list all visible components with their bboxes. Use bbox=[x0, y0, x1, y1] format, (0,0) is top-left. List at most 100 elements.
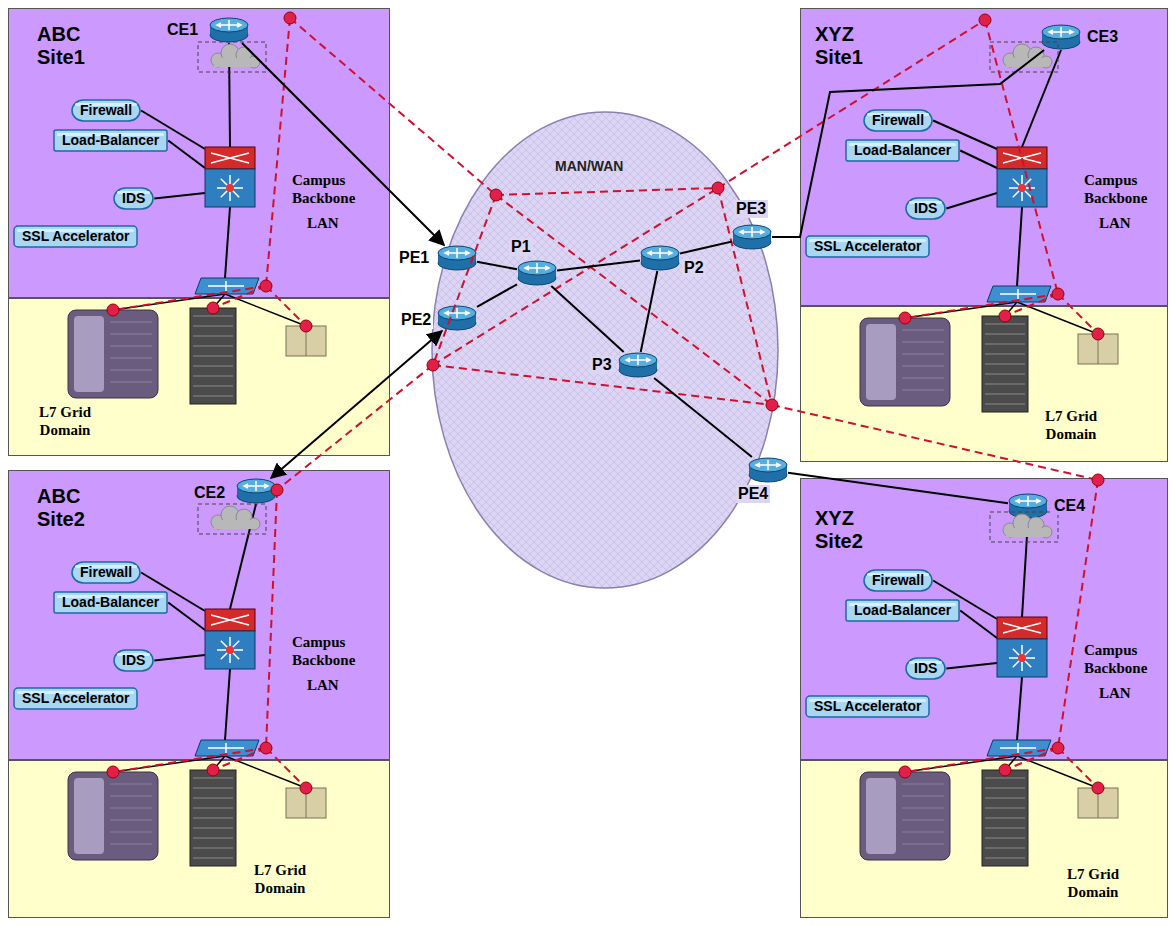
core-switch-mark bbox=[1018, 184, 1026, 192]
wire bbox=[168, 141, 205, 169]
device-label: Load-Balancer bbox=[62, 132, 159, 149]
server-b bbox=[190, 308, 236, 404]
drawing bbox=[1028, 47, 1044, 63]
overlay-link bbox=[113, 286, 266, 310]
overlay-dot bbox=[999, 764, 1011, 776]
core-switch-mark bbox=[1013, 179, 1031, 197]
drawing bbox=[1003, 523, 1017, 537]
server-b-slot bbox=[985, 858, 1025, 859]
cloud-icon bbox=[211, 506, 260, 530]
server-a-slot bbox=[902, 342, 944, 343]
core-switch-mark bbox=[226, 646, 234, 654]
wan-ellipse bbox=[430, 110, 780, 590]
access-switch bbox=[987, 286, 1051, 302]
server-b-slot bbox=[193, 828, 233, 829]
device-label: Firewall bbox=[80, 564, 132, 581]
device-label: Firewall bbox=[872, 572, 924, 589]
server-a-slot bbox=[110, 334, 152, 335]
text-holder: L7 Grid Domain bbox=[1059, 865, 1127, 901]
core-switch-mark bbox=[1021, 175, 1023, 201]
core-switch-mark bbox=[226, 184, 234, 192]
overlay-link bbox=[496, 195, 772, 405]
overlay-link bbox=[718, 188, 772, 405]
overlay-link bbox=[1005, 294, 1058, 316]
area-label: LAN bbox=[1097, 684, 1133, 702]
overlay-dot bbox=[1052, 742, 1064, 754]
text-holder: ABC Site2 bbox=[37, 485, 99, 531]
wire bbox=[1022, 519, 1028, 617]
router-label: P2 bbox=[682, 259, 706, 277]
overlay-dot bbox=[260, 280, 272, 292]
drawing bbox=[619, 353, 657, 367]
device-label: SSL Accelerator bbox=[22, 228, 129, 245]
overlay-link bbox=[433, 195, 496, 365]
overlay-dot bbox=[979, 14, 991, 26]
overlay-link bbox=[433, 188, 718, 365]
site-heading: XYZ Site1 bbox=[815, 23, 877, 69]
ssl-accelerator-box: SSL Accelerator bbox=[805, 235, 930, 258]
overlay-dot bbox=[207, 302, 219, 314]
access-switch bbox=[987, 740, 1051, 756]
site-panel: ABC Site2CE2FirewallLoad-BalancerIDSSSL … bbox=[8, 470, 390, 760]
text-holder: XYZ Site1 bbox=[815, 23, 877, 69]
drawing bbox=[806, 236, 929, 257]
overlay-dot bbox=[899, 766, 911, 778]
firewall-box: Firewall bbox=[71, 561, 141, 584]
drawing bbox=[54, 130, 167, 151]
router-icon bbox=[640, 245, 680, 271]
router-icon bbox=[732, 224, 772, 250]
server-b-slot bbox=[193, 788, 233, 789]
server-a-slot bbox=[902, 330, 944, 331]
drawing bbox=[518, 261, 556, 275]
overlay-link bbox=[772, 405, 1098, 480]
link-line bbox=[788, 473, 1008, 503]
wire bbox=[225, 207, 230, 278]
server-a-slot bbox=[110, 844, 152, 845]
router-label: PE2 bbox=[399, 311, 433, 329]
overlay-dot bbox=[490, 189, 502, 201]
server-a-slot bbox=[110, 382, 152, 383]
server-b-slot bbox=[985, 384, 1025, 385]
device-label: IDS bbox=[122, 190, 145, 207]
core-switch-mark bbox=[221, 179, 239, 197]
drawing bbox=[1013, 44, 1031, 62]
server-a-slot bbox=[902, 832, 944, 833]
router: CE4 bbox=[1008, 493, 1048, 519]
text-holder: Campus Backbone bbox=[290, 633, 357, 669]
ids-box: IDS bbox=[905, 657, 946, 680]
wan-cloud: MAN/WANPE1PE2P1P2P3PE3PE4 bbox=[430, 110, 780, 590]
server-b bbox=[190, 770, 236, 866]
server-c bbox=[286, 326, 326, 356]
server-a bbox=[860, 772, 950, 860]
drawing bbox=[114, 188, 153, 209]
access-switch bbox=[195, 740, 259, 756]
server-a-panel bbox=[866, 778, 896, 854]
drawing bbox=[236, 47, 252, 63]
server-a-slot bbox=[902, 390, 944, 391]
router-label: CE3 bbox=[1085, 28, 1120, 46]
drawing bbox=[1049, 27, 1073, 37]
router-label: PE1 bbox=[397, 249, 431, 267]
router-label: PE3 bbox=[734, 200, 768, 218]
link-line bbox=[772, 50, 1044, 237]
core-switch-mark bbox=[1013, 649, 1031, 667]
server-b-slot bbox=[193, 848, 233, 849]
router-label: PE4 bbox=[736, 485, 770, 503]
core-switch-mark bbox=[217, 649, 243, 651]
overlay-link bbox=[213, 748, 266, 770]
drawing bbox=[906, 198, 945, 219]
drawing bbox=[72, 562, 140, 583]
server-b-slot bbox=[193, 366, 233, 367]
text-holder: L7 Grid Domain bbox=[31, 403, 99, 439]
drawing bbox=[432, 112, 778, 588]
server-b-slot bbox=[985, 778, 1025, 779]
server-b bbox=[982, 316, 1028, 412]
domain-label: L7 Grid Domain bbox=[1059, 865, 1127, 901]
text-holder: PE3 bbox=[734, 200, 768, 218]
area-label: Campus Backbone bbox=[290, 171, 357, 207]
server-b-slot bbox=[193, 798, 233, 799]
wire bbox=[933, 581, 997, 620]
site-heading: XYZ Site2 bbox=[815, 507, 877, 553]
cloud-frame bbox=[990, 42, 1058, 72]
